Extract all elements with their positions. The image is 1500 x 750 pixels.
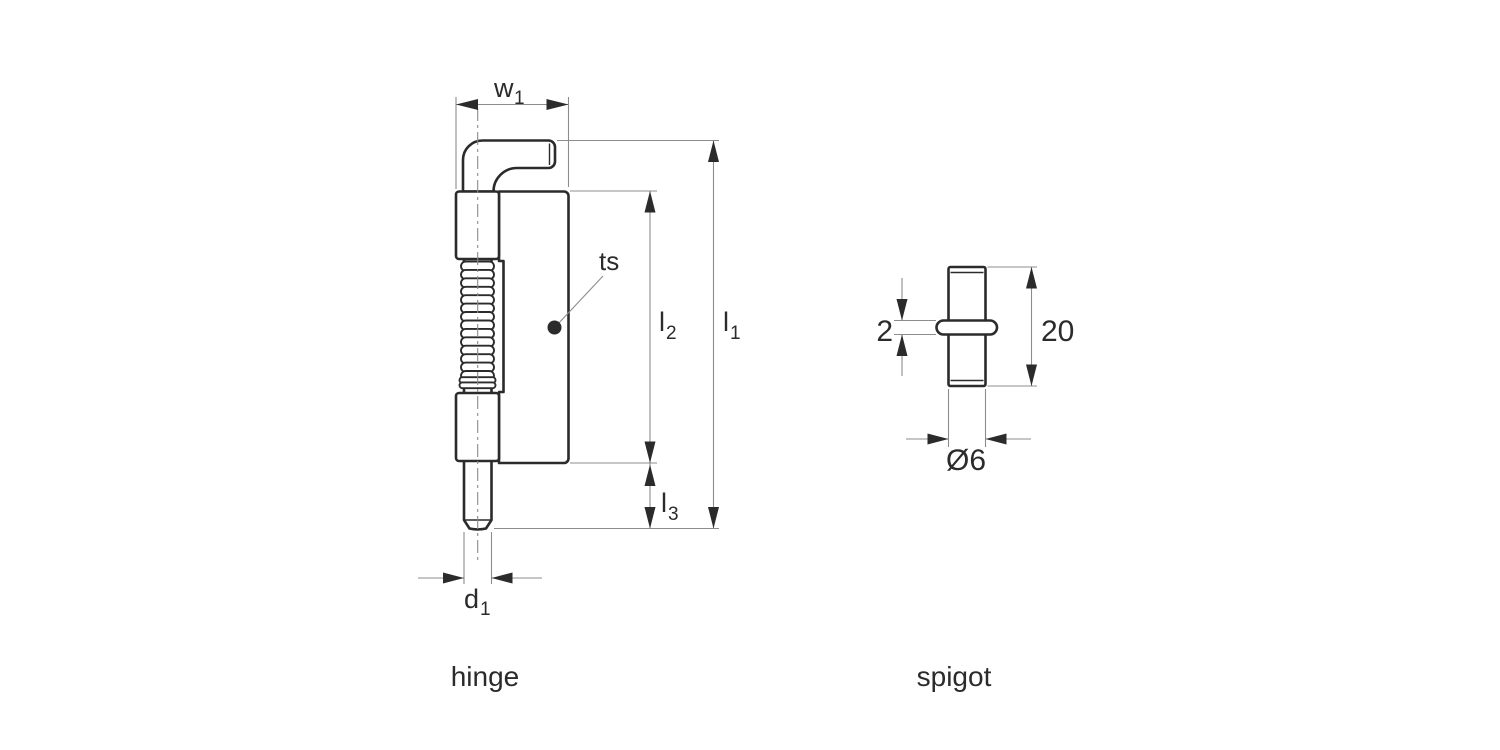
l1-label-sub: 1 bbox=[730, 323, 741, 344]
d1-label: d bbox=[464, 584, 479, 614]
dimension-flange-thickness: 2 bbox=[876, 278, 936, 376]
dimension-d1: d 1 bbox=[418, 532, 542, 620]
dimension-l1: l 1 bbox=[494, 139, 741, 530]
hinge-hook bbox=[461, 139, 557, 193]
dimension-l2: l 2 bbox=[570, 190, 677, 464]
hinge-body bbox=[497, 190, 570, 465]
callout-ts: ts bbox=[547, 246, 619, 335]
spigot-flange bbox=[935, 319, 999, 336]
l3-label: l bbox=[661, 488, 667, 518]
hinge-caption: hinge bbox=[451, 661, 520, 692]
ts-reference-dot bbox=[547, 320, 562, 335]
flange-thickness-label: 2 bbox=[876, 315, 893, 348]
d1-label-sub: 1 bbox=[480, 599, 491, 620]
diameter-label: Ø6 bbox=[946, 444, 986, 477]
hinge-top-sleeve bbox=[454, 190, 501, 261]
overall-length-label: 20 bbox=[1041, 315, 1074, 348]
spigot-drawing: 2 20 Ø6 bbox=[876, 265, 1074, 477]
spigot-caption: spigot bbox=[917, 661, 992, 692]
dimension-w1: w 1 bbox=[455, 73, 570, 189]
dimension-l3: l 3 bbox=[644, 463, 679, 529]
w1-label-sub: 1 bbox=[514, 88, 525, 109]
dimension-diameter: Ø6 bbox=[906, 389, 1031, 477]
w1-label: w bbox=[493, 73, 514, 103]
hinge-drawing: w 1 l 1 l 2 bbox=[418, 73, 741, 620]
dimension-overall-length: 20 bbox=[987, 266, 1074, 387]
l1-label: l bbox=[723, 307, 729, 337]
ts-label: ts bbox=[599, 246, 619, 276]
l2-label: l bbox=[659, 307, 665, 337]
l3-label-sub: 3 bbox=[668, 504, 679, 525]
l2-label-sub: 2 bbox=[666, 323, 677, 344]
